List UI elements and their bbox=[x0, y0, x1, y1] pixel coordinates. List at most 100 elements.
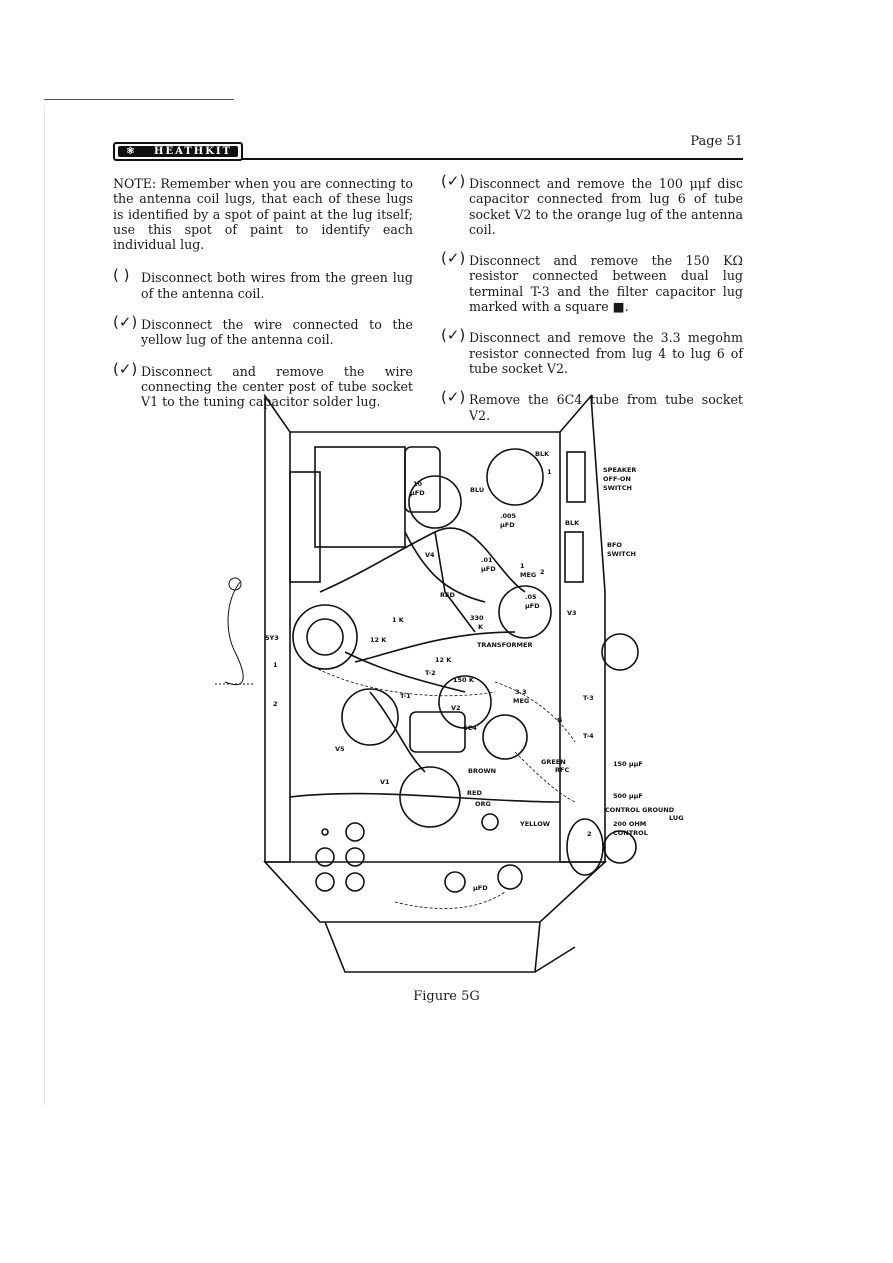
label-lug-number: 2 bbox=[540, 568, 545, 576]
volume-control bbox=[566, 818, 604, 876]
filter-capacitor bbox=[404, 446, 441, 513]
label-wire: GREEN bbox=[541, 758, 566, 766]
label-cap-unit: μFD bbox=[525, 602, 540, 610]
label-speaker: SPEAKER bbox=[603, 466, 636, 474]
page-edge bbox=[44, 105, 45, 1105]
label-cap-value: 150 μμF bbox=[613, 760, 643, 768]
label-resistor: 12 K bbox=[435, 656, 452, 664]
label-v5: V5 bbox=[335, 745, 345, 753]
step-text: Disconnect both wires from the green lug… bbox=[141, 270, 413, 301]
label-res-unit: MEG bbox=[520, 571, 536, 579]
label-terminal: T-2 bbox=[425, 669, 436, 677]
step-text: Remove the 6C4 tube from tube socket V2. bbox=[469, 392, 743, 423]
step-item: (✓) Disconnect and remove the wire conne… bbox=[113, 359, 413, 410]
label-switch: SWITCH bbox=[603, 484, 632, 492]
label-v1: V1 bbox=[380, 778, 390, 786]
brand-name: HEATHKIT bbox=[154, 146, 232, 157]
right-column: (✓) Disconnect and remove the 100 μμf di… bbox=[441, 172, 743, 439]
label-resistor: 1 K bbox=[392, 616, 405, 624]
label-resistor: MEG bbox=[513, 697, 529, 705]
label-bfo: BFO bbox=[607, 541, 622, 549]
label-lug-number: 2 bbox=[587, 830, 592, 838]
label-red: RED bbox=[440, 591, 455, 599]
label-res-value: 1 bbox=[520, 562, 525, 570]
step-item: (✓) Disconnect and remove the 150 KΩ res… bbox=[441, 249, 743, 315]
label-cap-value: .05 bbox=[525, 593, 537, 601]
step-item: ( ) Disconnect both wires from the green… bbox=[113, 266, 413, 301]
heathkit-logo: ⚛ HEATHKIT bbox=[113, 142, 243, 161]
label-cap-unit: μFD bbox=[473, 884, 488, 892]
step-text: Disconnect and remove the 3.3 megohm res… bbox=[469, 330, 743, 376]
label-g: G bbox=[557, 716, 562, 724]
label-control: CONTROL bbox=[613, 829, 648, 837]
figure-caption: Figure 5G bbox=[413, 989, 480, 1004]
tube-5y3 bbox=[292, 604, 358, 670]
label-6c4: 6C4 bbox=[463, 724, 477, 732]
label-cap-unit: μFD bbox=[410, 489, 425, 497]
label-transformer: TRANSFORMER bbox=[477, 641, 532, 649]
step-item: (✓) Remove the 6C4 tube from tube socket… bbox=[441, 388, 743, 423]
step-text: Disconnect and remove the 100 μμf disc c… bbox=[469, 176, 743, 237]
label-blk: BLK bbox=[535, 450, 550, 458]
label-lug-number: 1 bbox=[273, 661, 278, 669]
header-rule bbox=[241, 158, 743, 160]
label-cap-value: .01 bbox=[481, 556, 493, 564]
checkbox-mark[interactable]: (✓) bbox=[113, 313, 138, 332]
label-terminal: T-4 bbox=[583, 732, 594, 740]
label-wire: YELLOW bbox=[519, 820, 550, 828]
step-item: (✓) Disconnect and remove the 100 μμf di… bbox=[441, 172, 743, 237]
step-text: Disconnect and remove the 150 KΩ resisto… bbox=[469, 253, 743, 315]
label-resistor: 3.3 bbox=[515, 688, 527, 696]
checkbox-mark[interactable]: (✓) bbox=[113, 359, 138, 378]
socket-v1 bbox=[399, 766, 461, 828]
label-blk: BLK bbox=[565, 519, 580, 527]
label-terminal: T-1 bbox=[400, 692, 411, 700]
label-resistor: K bbox=[478, 623, 484, 631]
chassis-front-apron bbox=[263, 861, 608, 923]
step-text: Disconnect and remove the wire connectin… bbox=[141, 363, 413, 410]
label-control-ground: CONTROL GROUND bbox=[605, 806, 675, 814]
checkbox-mark[interactable]: (✓) bbox=[441, 172, 466, 190]
checkbox-mark[interactable]: ( ) bbox=[113, 266, 130, 285]
heathkit-logo-plate: ⚛ HEATHKIT bbox=[118, 146, 238, 157]
socket-v4 bbox=[408, 475, 462, 529]
label-blu: BLU bbox=[470, 486, 484, 494]
checkbox-mark[interactable]: (✓) bbox=[441, 249, 466, 268]
label-lug-number: 1 bbox=[547, 468, 552, 476]
socket-v3 bbox=[498, 585, 552, 639]
speaker-switch bbox=[486, 448, 544, 506]
tuning-bracket bbox=[409, 711, 466, 753]
label-terminal: T-3 bbox=[583, 694, 594, 702]
power-transformer bbox=[314, 446, 406, 548]
note-paragraph: NOTE: Remember when you are connecting t… bbox=[113, 176, 413, 253]
line-cord bbox=[224, 581, 244, 686]
checkbox-mark[interactable]: (✓) bbox=[441, 388, 466, 407]
socket-v5 bbox=[341, 688, 399, 746]
left-column: NOTE: Remember when you are connecting t… bbox=[113, 176, 413, 426]
tube-6c4 bbox=[482, 714, 528, 760]
tuning-knob bbox=[601, 633, 639, 671]
label-ohm: 200 OHM bbox=[613, 820, 646, 828]
page-header: ⚛ HEATHKIT Page 51 bbox=[113, 134, 743, 162]
label-red: RED bbox=[467, 789, 482, 797]
atom-icon: ⚛ bbox=[126, 146, 135, 157]
label-switch: SWITCH bbox=[607, 550, 636, 558]
page-number: Page 51 bbox=[690, 134, 743, 149]
cord-grommet bbox=[228, 577, 242, 591]
label-cap-value: .005 bbox=[500, 512, 517, 520]
label-cap-value: 10 bbox=[413, 480, 423, 488]
label-offon: OFF-ON bbox=[603, 475, 631, 483]
label-v2: V2 bbox=[451, 704, 461, 712]
checkbox-mark[interactable]: (✓) bbox=[441, 326, 466, 345]
control-knob bbox=[603, 830, 637, 864]
label-resistor: 12 K bbox=[370, 636, 387, 644]
label-cap-value: 500 μμF bbox=[613, 792, 643, 800]
label-v4: V4 bbox=[425, 551, 435, 559]
label-5y3: 5Y3 bbox=[265, 634, 279, 642]
label-lug-number: 2 bbox=[273, 700, 278, 708]
label-cap-unit: μFD bbox=[481, 565, 496, 573]
label-wire: BROWN bbox=[468, 767, 496, 775]
speaker-switch-body bbox=[566, 451, 586, 503]
label-lug: LUG bbox=[669, 814, 684, 822]
bfo-switch bbox=[564, 531, 584, 583]
